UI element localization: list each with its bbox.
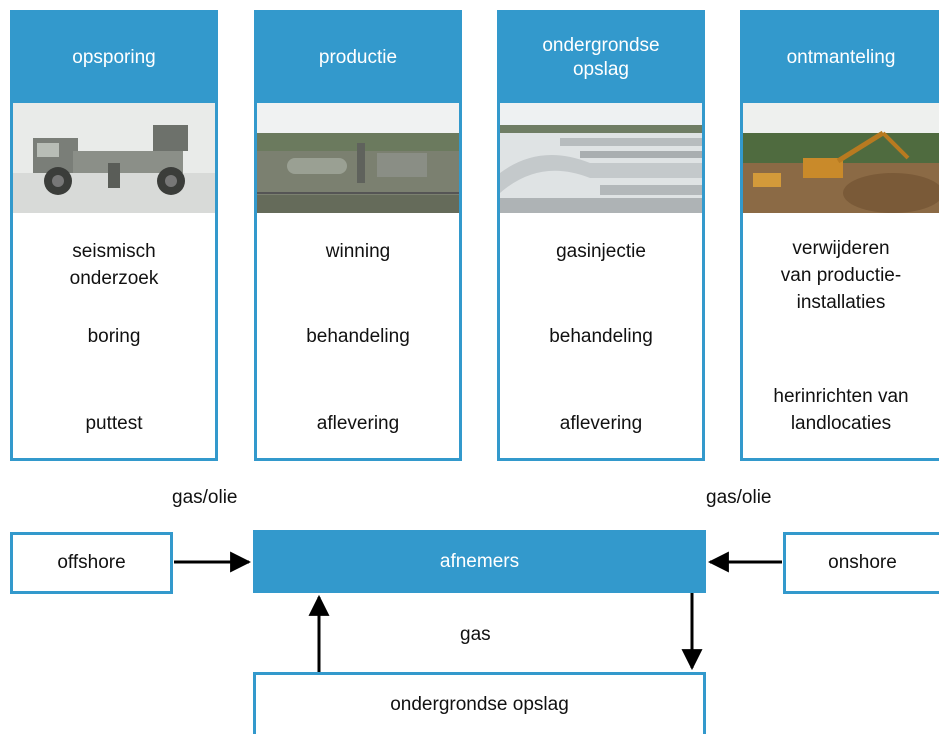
column-title: ontmanteling <box>743 13 939 103</box>
step-text: aflevering <box>316 413 400 434</box>
gas-label: gas <box>460 624 491 645</box>
excavator-photo <box>743 103 939 213</box>
afnemers-box: afnemers <box>253 530 706 593</box>
column-ondergrondse-opslag: ondergrondse opslag gasinjectie behandel… <box>497 10 705 461</box>
column-title: ondergrondse opslag <box>500 13 702 103</box>
step-text: verwijderen van productie- installaties <box>780 238 902 313</box>
step-text: behandeling <box>549 326 653 347</box>
column-title: productie <box>257 13 459 103</box>
step-text: puttest <box>85 413 143 434</box>
onshore-box: onshore <box>783 532 939 594</box>
storage-pipes-photo <box>500 103 702 213</box>
storage-box: ondergrondse opslag <box>253 672 706 734</box>
column-title: opsporing <box>13 13 215 103</box>
step-text: behandeling <box>306 326 410 347</box>
offshore-box: offshore <box>10 532 173 594</box>
production-plant-photo <box>257 103 459 213</box>
step-text: boring <box>87 326 141 347</box>
column-opsporing: opsporing seismisch onderzoek boring put… <box>10 10 218 461</box>
step-text: winning <box>325 241 391 262</box>
step-text: seismisch onderzoek <box>69 241 159 289</box>
left-flow-label: gas/olie <box>172 487 238 508</box>
step-text: herinrichten van landlocaties <box>773 386 909 434</box>
step-text: gasinjectie <box>556 241 646 262</box>
step-text: aflevering <box>559 413 643 434</box>
column-ontmanteling: ontmanteling verwijderen van productie- … <box>740 10 939 461</box>
seismic-truck-photo <box>13 103 215 213</box>
column-productie: productie winning behandeling aflevering <box>254 10 462 461</box>
right-flow-label: gas/olie <box>706 487 772 508</box>
